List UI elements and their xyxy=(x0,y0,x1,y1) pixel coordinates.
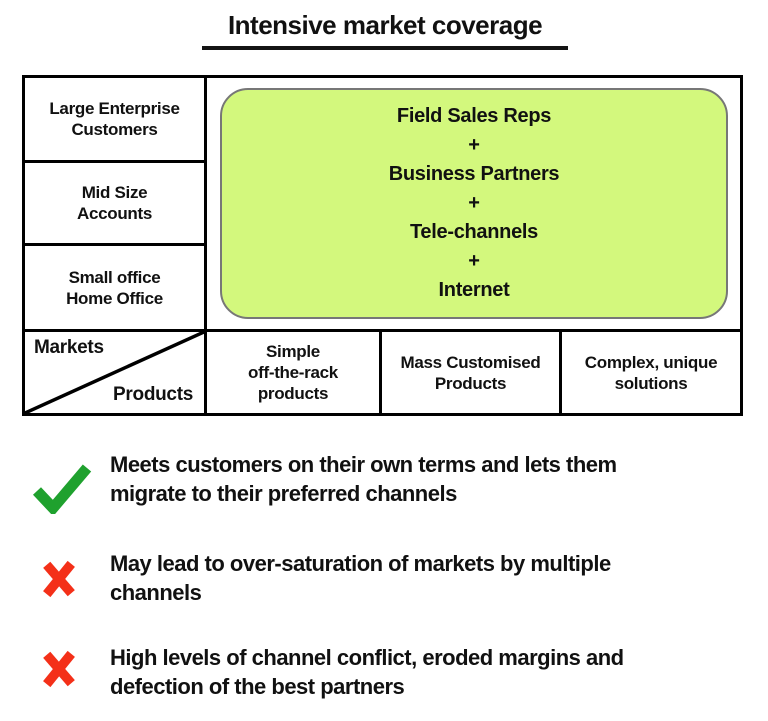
channel-name: Internet xyxy=(438,279,510,301)
channels-cell: Field Sales Reps + Business Partners + T… xyxy=(207,78,740,332)
con-bullet-text: May lead to over-saturation of markets b… xyxy=(110,549,725,607)
page-title: Intensive market coverage xyxy=(202,10,568,50)
text-line: defection of the best partners xyxy=(110,674,405,699)
text-line: Large Enterprise xyxy=(49,99,180,118)
plus-separator: + xyxy=(468,250,480,272)
text-line: Complex, unique xyxy=(584,352,718,372)
text-line: Meets customers on their own terms and l… xyxy=(110,452,617,477)
check-icon xyxy=(31,460,93,519)
text-line: Customers xyxy=(71,120,158,139)
market-segment-large-enterprise: Large Enterprise Customers xyxy=(25,78,207,163)
coverage-matrix: Large Enterprise Customers Mid Size Acco… xyxy=(22,75,743,416)
product-type-simple: Simple off-the-rack products xyxy=(207,332,382,413)
text-line: Small office xyxy=(68,267,161,287)
text-line: products xyxy=(257,384,329,403)
market-segment-soho: Small office Home Office xyxy=(25,246,207,332)
text-line: Mid Size xyxy=(81,183,148,202)
text-line: Accounts xyxy=(76,204,153,223)
axis-label-products: Products xyxy=(113,384,193,405)
cross-icon xyxy=(42,650,76,693)
channel-name: Business Partners xyxy=(388,163,560,185)
text-line: off-the-rack xyxy=(248,363,338,382)
cross-icon xyxy=(42,560,76,603)
channel-name: Field Sales Reps xyxy=(396,105,552,127)
channel-name: Tele-channels xyxy=(410,221,538,243)
text-line: High levels of channel conflict, eroded … xyxy=(110,645,624,670)
text-line: solutions xyxy=(614,373,688,393)
market-segment-mid-size: Mid Size Accounts xyxy=(25,163,207,246)
text-line: channels xyxy=(110,580,202,605)
plus-separator: + xyxy=(468,192,480,214)
con-bullet-text: High levels of channel conflict, eroded … xyxy=(110,643,725,701)
axis-corner-cell: Markets Products xyxy=(25,332,207,413)
text-line: Products xyxy=(434,373,507,393)
text-line: migrate to their preferred channels xyxy=(110,481,457,506)
text-line: Mass Customised xyxy=(400,352,541,372)
text-line: May lead to over-saturation of markets b… xyxy=(110,551,611,576)
plus-separator: + xyxy=(468,134,480,156)
product-type-complex: Complex, unique solutions xyxy=(562,332,740,413)
channels-box: Field Sales Reps + Business Partners + T… xyxy=(220,88,728,319)
diagonal-divider-line xyxy=(25,332,204,413)
axis-label-markets: Markets xyxy=(34,337,104,358)
text-line: Simple xyxy=(266,342,320,361)
product-type-mass-customised: Mass Customised Products xyxy=(382,332,562,413)
text-line: Home Office xyxy=(66,288,163,308)
pro-bullet-text: Meets customers on their own terms and l… xyxy=(110,450,725,508)
